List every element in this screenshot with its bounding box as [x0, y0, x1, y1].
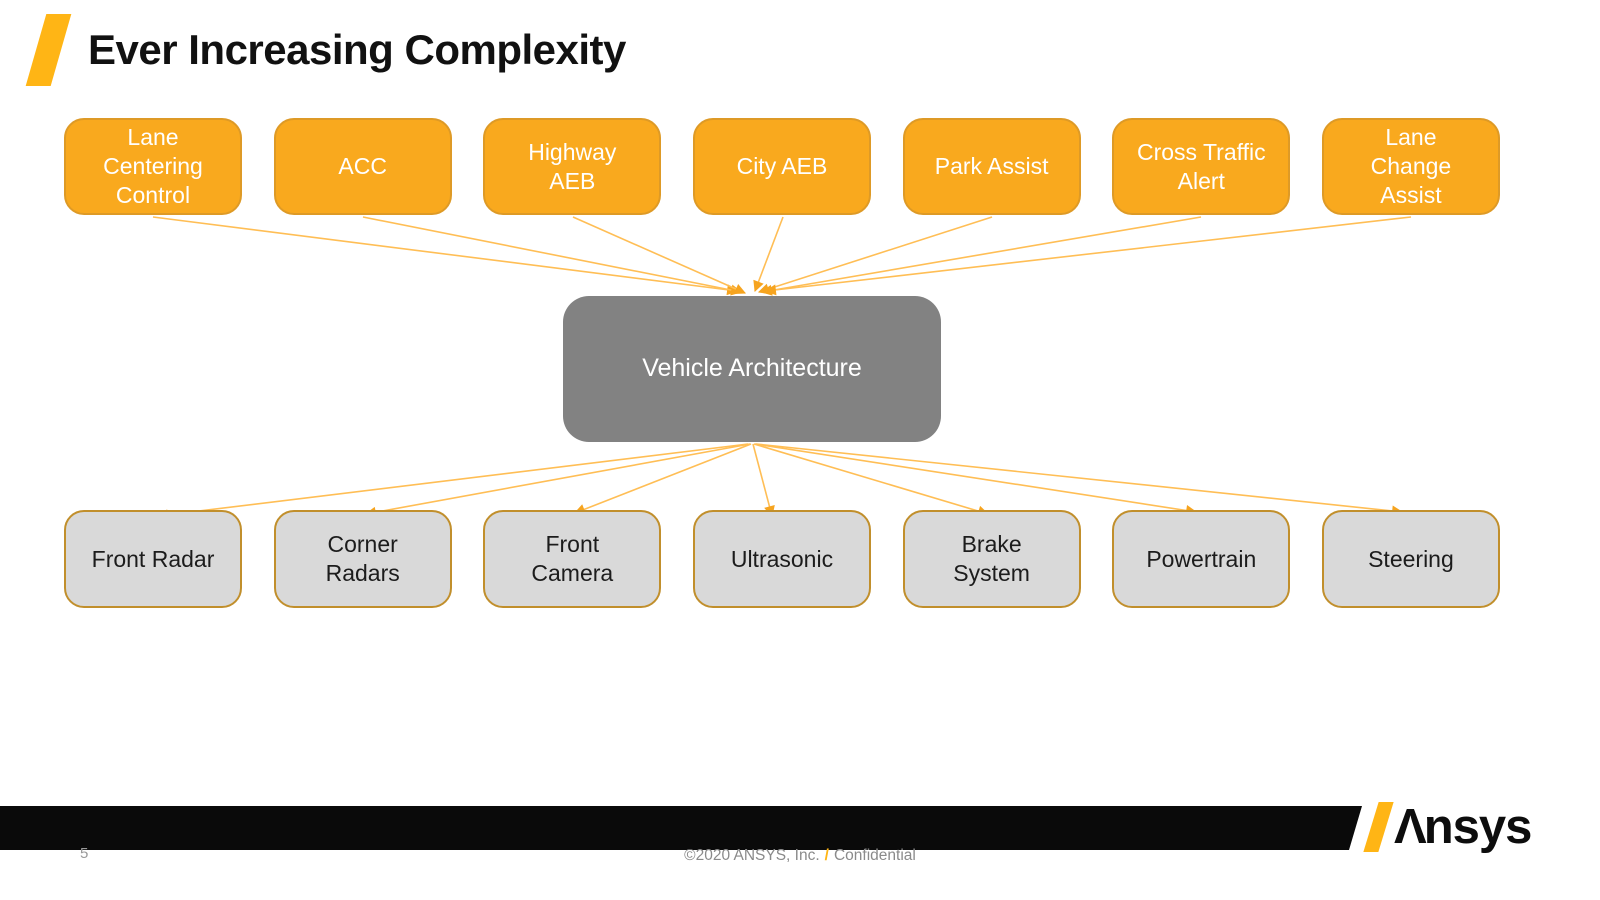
- node-front-radar: Front Radar: [64, 510, 242, 608]
- title-slash-icon: [25, 14, 72, 86]
- edge-park-assist-to-vehicle-architecture: [757, 216, 993, 295]
- node-front-camera: Front Camera: [483, 510, 662, 608]
- node-powertrain: Powertrain: [1112, 510, 1291, 608]
- component-nodes-row: Front Radar Corner Radars Front Camera U…: [64, 510, 1500, 608]
- node-acc: ACC: [273, 118, 452, 215]
- node-ultrasonic: Ultrasonic: [692, 510, 871, 608]
- page-title: Ever Increasing Complexity: [88, 26, 626, 73]
- ansys-logo-slash-icon: [1363, 802, 1394, 852]
- footer-black-bar: [0, 806, 1362, 850]
- edge-vehicle-architecture-to-steering: [755, 443, 1404, 517]
- ansys-wordmark: Λnsys: [1394, 800, 1532, 854]
- node-lane-centering-control: Lane Centering Control: [64, 118, 242, 215]
- node-city-aeb: City AEB: [692, 118, 871, 215]
- edge-lane-change-assist-to-vehicle-architecture: [764, 216, 1412, 296]
- footer-copyright-line: ©2020 ANSYS, Inc./Confidential: [0, 847, 1600, 865]
- confidential-text: Confidential: [833, 847, 916, 864]
- edge-lane-centering-control-to-vehicle-architecture: [152, 216, 739, 296]
- edge-cross-traffic-alert-to-vehicle-architecture: [760, 216, 1202, 296]
- slide-header: Ever Increasing Complexity: [25, 14, 626, 86]
- edge-vehicle-architecture-to-ultrasonic: [752, 443, 775, 518]
- feature-nodes-row: Lane Centering Control ACC Highway AEB C…: [64, 118, 1500, 215]
- ansys-logo-a: Λ: [1394, 800, 1427, 854]
- node-steering: Steering: [1321, 510, 1500, 608]
- edge-vehicle-architecture-to-powertrain: [754, 443, 1198, 516]
- node-highway-aeb: Highway AEB: [483, 118, 662, 215]
- footer-slash-icon: /: [824, 847, 829, 864]
- edge-vehicle-architecture-to-corner-radars: [364, 443, 751, 518]
- node-cross-traffic-alert: Cross Traffic Alert: [1112, 118, 1291, 215]
- node-brake-system: Brake System: [902, 510, 1081, 608]
- edge-vehicle-architecture-to-brake-system: [753, 443, 990, 517]
- node-vehicle-architecture: Vehicle Architecture: [563, 296, 941, 442]
- edge-vehicle-architecture-to-front-radar: [156, 443, 749, 521]
- edge-highway-aeb-to-vehicle-architecture: [572, 216, 747, 295]
- node-park-assist: Park Assist: [902, 118, 1081, 215]
- edge-city-aeb-to-vehicle-architecture: [753, 216, 784, 293]
- copyright-text: ©2020 ANSYS, Inc.: [684, 847, 820, 864]
- node-corner-radars: Corner Radars: [273, 510, 452, 608]
- node-lane-change-assist: Lane Change Assist: [1321, 118, 1500, 215]
- edge-acc-to-vehicle-architecture: [362, 216, 743, 296]
- edge-vehicle-architecture-to-front-camera: [573, 443, 752, 515]
- page-number: 5: [80, 845, 89, 862]
